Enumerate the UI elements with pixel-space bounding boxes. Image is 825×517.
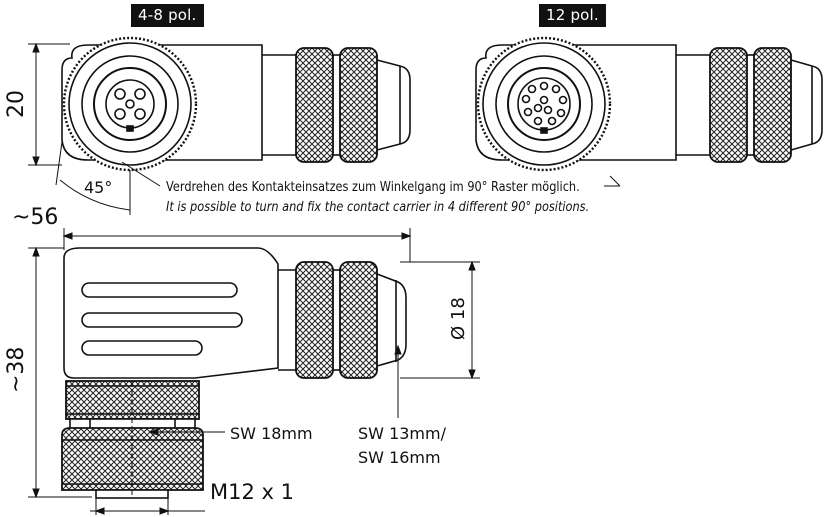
- note-german: Verdrehen des Kontakteinsatzes zum Winke…: [166, 179, 580, 195]
- pins-4-8-label: 4-8 pol.: [131, 4, 204, 27]
- angle-45-indicator: [55, 141, 131, 215]
- dimension-38: [28, 246, 92, 499]
- wrench-16-label: SW 16mm: [358, 448, 441, 467]
- note-english: It is possible to turn and fix the conta…: [166, 199, 590, 215]
- dimension-20-label: 20: [4, 90, 29, 118]
- wrench-13-label: SW 13mm/: [358, 424, 446, 443]
- top-right-connector-view: [475, 36, 823, 172]
- dimension-38-label: ~38: [4, 346, 29, 393]
- dimension-18: [400, 260, 480, 380]
- dimension-56: [62, 228, 412, 262]
- dimension-20: [28, 42, 70, 167]
- side-connector-view: [61, 247, 407, 499]
- pins-12-label: 12 pol.: [539, 4, 606, 27]
- top-left-connector-view: [61, 36, 411, 172]
- dimension-56-label: ~56: [12, 205, 59, 230]
- angle-45-label: 45°: [84, 178, 113, 197]
- note-leaders: [121, 161, 621, 187]
- wrench-leaders: [148, 344, 402, 436]
- dimension-m12: [90, 498, 205, 515]
- thread-label: M12 x 1: [210, 480, 294, 504]
- wrench-18-label: SW 18mm: [230, 424, 313, 443]
- dimension-18-label: Ø 18: [448, 297, 469, 340]
